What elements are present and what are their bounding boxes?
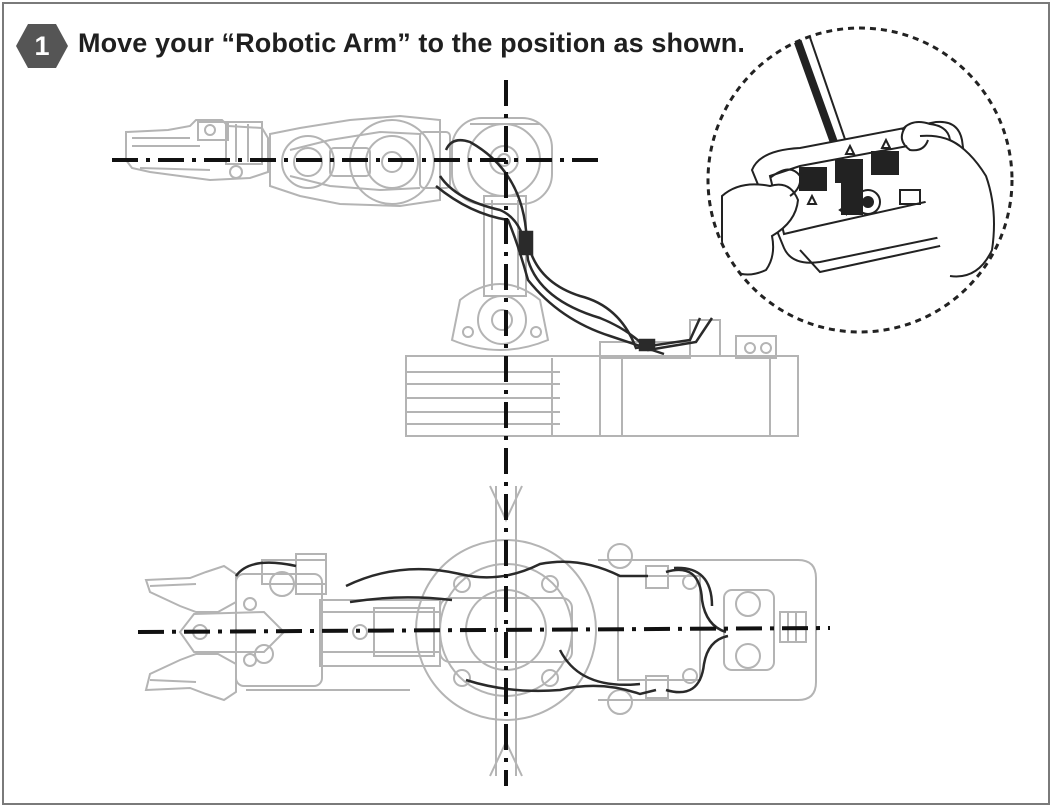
side-view-wires — [435, 139, 714, 356]
inset-circle-border — [706, 26, 1014, 334]
center-lines — [112, 80, 831, 786]
top-gripper — [144, 564, 286, 702]
top-forearm — [319, 599, 441, 667]
side-gripper — [125, 119, 269, 182]
top-wrist — [235, 553, 410, 691]
instruction-title: Move your “Robotic Arm” to the position … — [78, 28, 745, 58]
top-horizontal-axis — [137, 626, 831, 634]
step-number-badge — [16, 24, 68, 68]
side-shoulder — [450, 283, 550, 351]
controller-inset — [706, 26, 1014, 334]
step-number: 1 — [34, 31, 50, 61]
robotic-arm-side-view — [125, 114, 799, 437]
side-base — [405, 319, 799, 437]
top-view-wires — [234, 560, 729, 696]
